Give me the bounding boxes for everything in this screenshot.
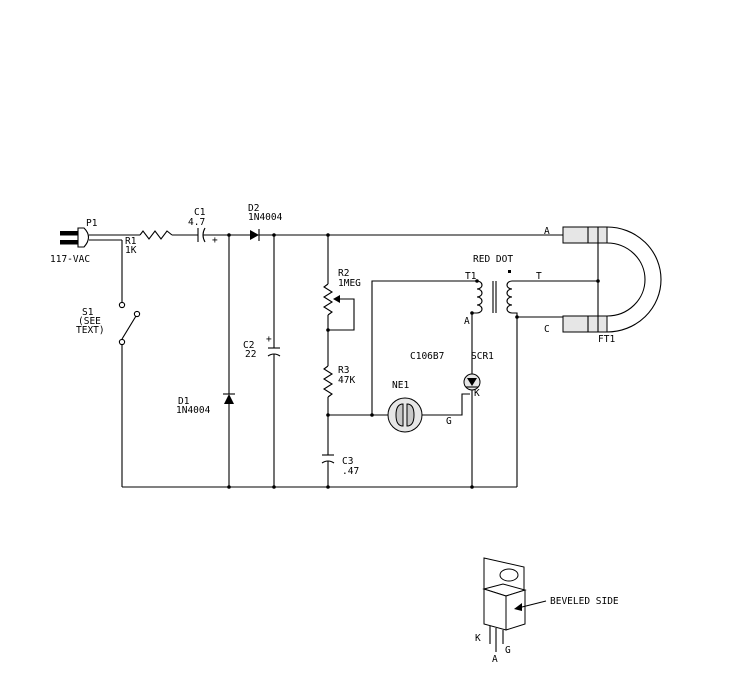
scr1 xyxy=(463,373,481,391)
r1-ref: R1 xyxy=(125,236,137,247)
r3-ref: R3 xyxy=(338,365,349,376)
c3-value: .47 xyxy=(342,466,359,477)
c1-value: 4.7 xyxy=(188,217,205,228)
p1-label: P1 xyxy=(86,218,98,229)
switch-s1 xyxy=(121,315,137,340)
tube-anode-label: A xyxy=(544,226,550,237)
pkg-g-label: G xyxy=(505,645,511,656)
c106b7-label: C106B7 xyxy=(410,351,444,362)
c1-ref: C1 xyxy=(194,207,206,218)
diode-d1 xyxy=(223,393,235,404)
gate-label: G xyxy=(446,416,452,427)
c1-plus: + xyxy=(212,235,218,246)
trigger-label: T xyxy=(536,271,542,282)
r1-value: 1K xyxy=(125,245,137,256)
c3-ref: C3 xyxy=(342,456,353,467)
pkg-a-label: A xyxy=(492,654,498,665)
d2-ref: D2 xyxy=(248,203,259,214)
vac-label: 117-VAC xyxy=(50,254,90,265)
c2-ref: C2 xyxy=(243,340,254,351)
s1-terminal-bottom xyxy=(118,338,126,346)
transformer-t1 xyxy=(476,270,513,314)
tube-cathode-label: C xyxy=(544,324,550,335)
resistor-r3 xyxy=(322,365,334,398)
junction-dots xyxy=(227,233,600,489)
plug-p1 xyxy=(60,227,122,248)
s1-note-1: (SEE xyxy=(78,316,101,327)
c2-plus: + xyxy=(266,334,272,345)
ne1-label: NE1 xyxy=(392,380,409,391)
d1-value: 1N4004 xyxy=(176,405,211,416)
pkg-k-label: K xyxy=(475,633,481,644)
r2-ref: R2 xyxy=(338,268,349,279)
s1-terminal-top xyxy=(118,301,126,309)
neon-lamp-ne1 xyxy=(387,397,423,433)
red-dot-label: RED DOT xyxy=(473,254,513,265)
resistor-r1 xyxy=(139,230,173,240)
t1-anode-label: A xyxy=(464,316,470,327)
d1-ref: D1 xyxy=(178,396,190,407)
s1-ref: S1 xyxy=(82,307,94,318)
beveled-side-label: BEVELED SIDE xyxy=(550,596,619,607)
d2-value: 1N4004 xyxy=(248,212,283,223)
r3-value: 47K xyxy=(338,375,355,386)
scr1-cathode-label: K xyxy=(474,388,480,399)
c2-value: 22 xyxy=(245,349,256,360)
s1-note-2: TEXT) xyxy=(76,325,105,336)
r2-value: 1MEG xyxy=(338,278,361,289)
diode-d2 xyxy=(250,229,260,241)
scr1-label: SCR1 xyxy=(471,351,494,362)
ft1-label: FT1 xyxy=(598,334,615,345)
t1-label: T1 xyxy=(465,271,477,282)
flash-tube-ft1 xyxy=(562,226,662,333)
scr-package-drawing xyxy=(482,557,547,652)
potentiometer-r2 xyxy=(322,283,334,316)
